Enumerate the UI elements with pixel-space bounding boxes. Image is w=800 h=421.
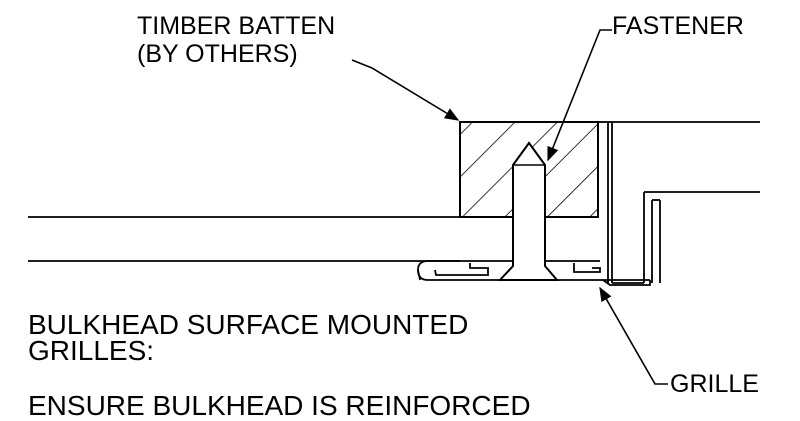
note-line2: GRILLES: [28,335,155,366]
note-line1: BULKHEAD SURFACE MOUNTED [28,309,469,340]
grille-clip [417,260,651,286]
note-line3: ENSURE BULKHEAD IS REINFORCED [28,390,531,421]
detail-drawing: TIMBER BATTEN (BY OTHERS) FASTENER GRILL… [28,12,760,420]
batten-label-line1: TIMBER BATTEN [137,12,336,40]
batten-label-line2: (BY OTHERS) [137,40,298,68]
section-drawing [28,29,760,385]
fastener-label: FASTENER [612,12,744,40]
grille-frame [597,121,760,284]
leader-lines [351,29,668,385]
grille-label: GRILLE [670,370,759,398]
fastener-screw [497,141,560,281]
